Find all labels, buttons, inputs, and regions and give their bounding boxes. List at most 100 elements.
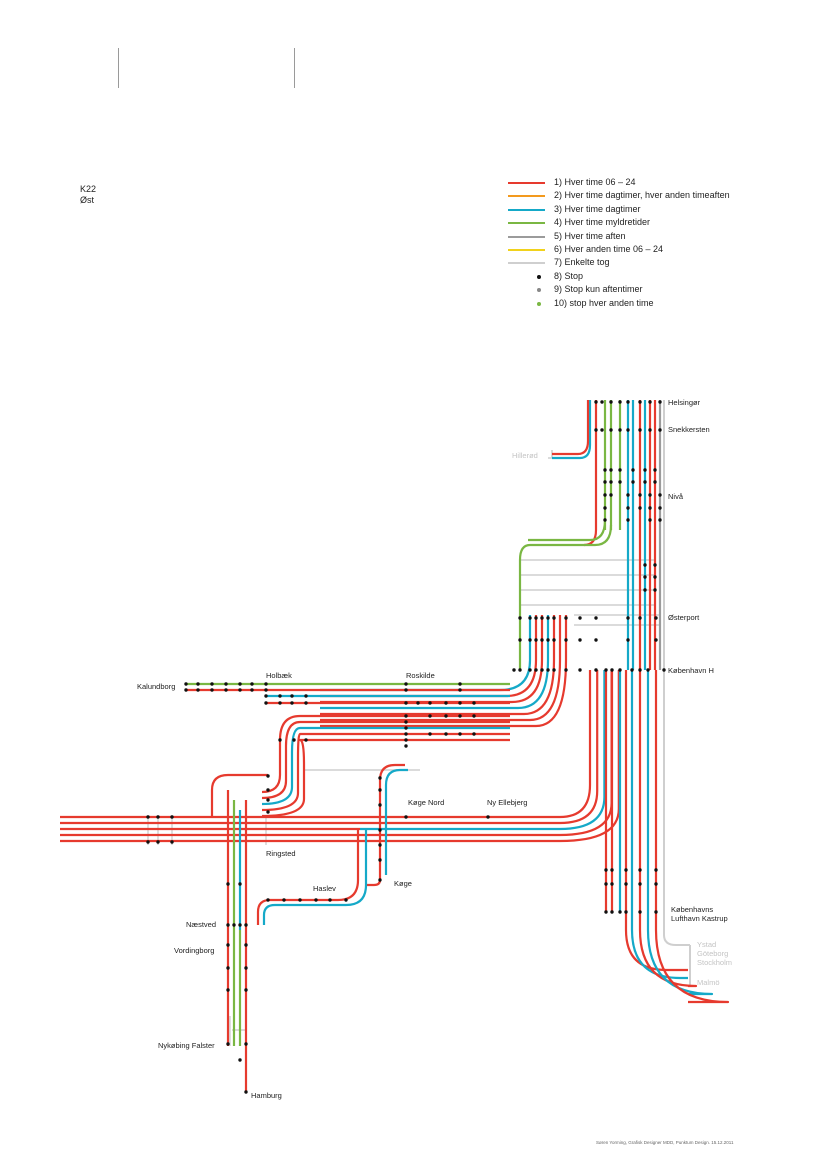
stop-dot [238,882,242,886]
stop-dot [238,1058,242,1062]
stop-dot [404,714,408,718]
stop-dot [626,493,630,497]
stop-dot [244,988,248,992]
stop-dot [378,843,382,847]
line-main-trunk [320,615,544,704]
stop-dot [546,638,550,642]
stop-dot [578,638,582,642]
stop-dot [226,988,230,992]
station-label-stockholm: Stockholm [697,958,732,967]
station-label-nykobing: Nykøbing Falster [158,1041,215,1050]
stop-dot [534,616,538,620]
stop-dot [378,858,382,862]
stop-dot [638,910,642,914]
stop-dot [638,506,642,510]
stop-dot [658,506,662,510]
stop-dot [653,468,657,472]
stop-dot [458,701,462,705]
stop-dot [638,493,642,497]
stop-dot [600,400,604,404]
stop-dot [643,468,647,472]
stop-dot [292,738,296,742]
stop-dot [224,682,228,686]
stop-dot [290,694,294,698]
stop-dot [534,668,538,672]
stop-dot [264,694,268,698]
stop-dot [156,840,160,844]
station-label-vordingborg: Vordingborg [174,946,214,955]
stop-dot [609,400,613,404]
legend-swatch [508,208,545,211]
stop-dot [518,668,522,672]
line-oresund [646,670,714,996]
stop-dot [378,803,382,807]
stop-dot [444,732,448,736]
stop-dot [594,638,598,642]
stop-dot [618,668,622,672]
legend-swatch [508,195,545,198]
map-code-region: Øst [80,195,95,205]
stop-dot [250,688,254,692]
stop-dot [609,428,613,432]
station-label-ny-ellebjerg: Ny Ellebjerg [487,798,527,807]
stop-dot [653,588,657,592]
stop-dot [196,688,200,692]
stop-dot [458,688,462,692]
stop-dot [578,668,582,672]
legend-swatch [508,248,545,251]
stop-dot [658,518,662,522]
stop-dot [603,493,607,497]
stop-dot [638,868,642,872]
stop-dot [653,563,657,567]
stop-dot [404,682,408,686]
stop-dot [540,616,544,620]
station-label-kalundborg: Kalundborg [137,682,175,691]
stop-dot [552,638,556,642]
stop-dot [604,868,608,872]
stop-dot [428,732,432,736]
stop-dot [603,506,607,510]
station-label-malmo: Malmö [697,978,720,987]
line-enkelte-tog [520,559,655,606]
stop-dot [378,788,382,792]
stop-dot [604,882,608,886]
legend-swatch [508,182,545,184]
stop-dot [232,923,236,927]
stop-dot [646,668,650,672]
legend-label: 7) Enkelte tog [554,257,610,268]
stop-dot [528,668,532,672]
stop-dot [428,701,432,705]
stop-dot [654,616,658,620]
legend-label: 8) Stop [554,270,584,281]
stop-dot [618,910,622,914]
stop-dot [604,910,608,914]
station-label-roskilde: Roskilde [406,671,435,680]
stop-dot [486,815,490,819]
stop-dot [226,923,230,927]
stop-dot [278,738,282,742]
stop-dot [546,616,550,620]
stop-dot [146,840,150,844]
station-label-osterport: Østerport [668,613,700,622]
stop-dot [210,688,214,692]
stop-dot [626,638,630,642]
stop-dot [404,701,408,705]
stop-dot [653,575,657,579]
stop-dot [264,688,268,692]
stop-dot [626,616,630,620]
stop-dot [244,1042,248,1046]
stop-dot [618,428,622,432]
legend-label: 3) Hver time dagtimer [554,203,641,214]
stop-dot [428,714,432,718]
stop-dot [552,668,556,672]
stop-dot [638,400,642,404]
line-west-curve [210,773,268,817]
stop-dot [264,682,268,686]
legend-stop-dot [537,274,541,279]
stop-dot [170,840,174,844]
stop-dot [244,923,248,927]
line-ringsted-copenhagen [360,670,592,819]
line-enkelte-tog [548,450,553,459]
stop-dot [600,428,604,432]
stop-dot [472,714,476,718]
